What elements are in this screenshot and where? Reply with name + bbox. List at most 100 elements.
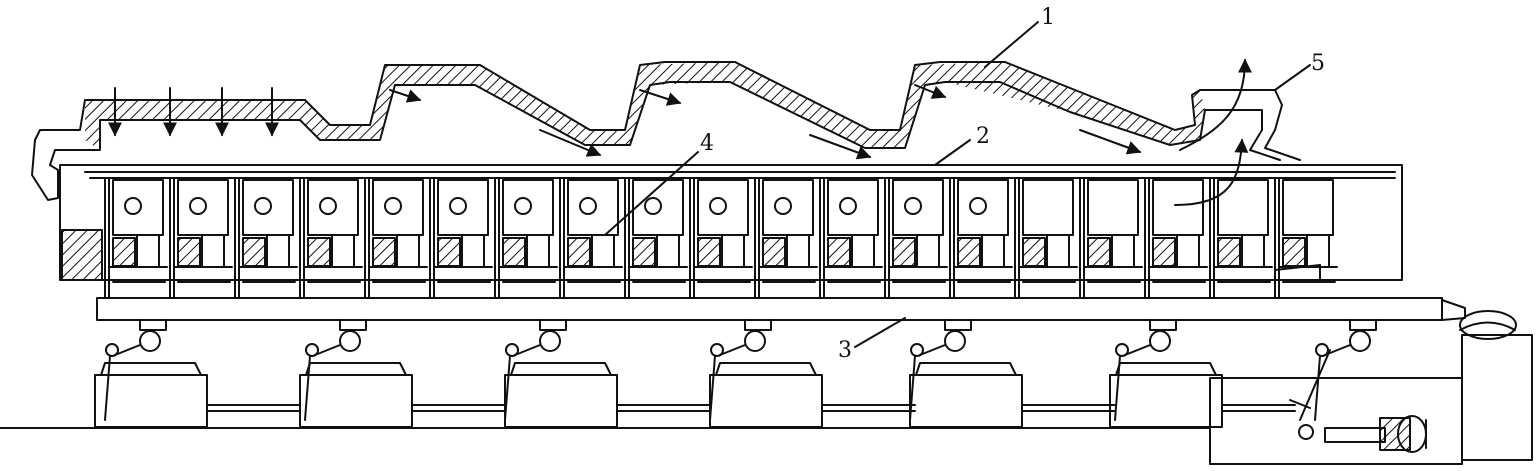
wheel-hanger — [539, 319, 567, 331]
sagger-hole — [514, 197, 532, 215]
refractory-block — [372, 237, 396, 267]
support-block — [909, 362, 1116, 428]
sagger-cell — [1079, 177, 1143, 299]
refractory-block — [1022, 237, 1046, 267]
sagger-cell — [104, 177, 168, 299]
sagger-box — [372, 179, 424, 236]
pivot-joint — [505, 343, 519, 357]
refractory-block — [1217, 237, 1241, 267]
label-2: 2 — [976, 124, 990, 149]
block-body — [1109, 374, 1223, 428]
sagger-box — [437, 179, 489, 236]
support-post — [1111, 234, 1135, 268]
refractory-block — [827, 237, 851, 267]
sagger-cell — [364, 177, 428, 299]
sagger-box — [307, 179, 359, 236]
refractory-block — [892, 237, 916, 267]
wheel-hanger — [1349, 319, 1377, 331]
wheel-hanger — [1149, 319, 1177, 331]
support-post — [1241, 234, 1265, 268]
wheel-arm — [919, 344, 946, 356]
support-post — [916, 234, 940, 268]
support-block — [94, 362, 301, 428]
refractory-block — [1152, 237, 1176, 267]
support-post — [201, 234, 225, 268]
sagger-box — [567, 179, 619, 236]
support-post — [656, 234, 680, 268]
wheel-hanger — [139, 319, 167, 331]
block-cap — [715, 362, 817, 376]
sagger-box — [1022, 179, 1074, 236]
block-cap — [510, 362, 612, 376]
pusher-mechanism — [1289, 349, 1427, 453]
sagger-hole — [124, 197, 142, 215]
wheel-assembly — [304, 319, 367, 421]
support-post — [786, 234, 810, 268]
label-1: 1 — [1041, 5, 1055, 30]
wheel-hanger — [339, 319, 367, 331]
wheel-assembly — [1314, 319, 1377, 421]
block-cap — [305, 362, 407, 376]
wheel-hanger — [744, 319, 772, 331]
wheel-arm — [314, 344, 341, 356]
refractory-block — [1087, 237, 1111, 267]
downflow-arrows — [108, 87, 279, 137]
sagger-cell — [689, 177, 753, 299]
refractory-block — [307, 237, 331, 267]
refractory-block — [437, 237, 461, 267]
sagger-box — [1152, 179, 1204, 236]
support-blocks — [94, 362, 1296, 428]
wheel-assembly — [909, 319, 972, 421]
support-post — [1046, 234, 1070, 268]
pivot-joint — [1315, 343, 1329, 357]
wheel-assembly — [709, 319, 772, 421]
support-post — [136, 234, 160, 268]
label-3: 3 — [838, 338, 852, 363]
refractory-block — [242, 237, 266, 267]
block-cap — [1115, 362, 1217, 376]
sagger-cell — [299, 177, 363, 299]
pivot-joint — [1115, 343, 1129, 357]
refractory-block — [697, 237, 721, 267]
wheel-arm — [1124, 344, 1151, 356]
sagger-box — [1087, 179, 1139, 236]
sagger-box — [242, 179, 294, 236]
sagger-box — [1282, 179, 1334, 236]
sagger-cell — [1144, 177, 1208, 299]
sagger-cell — [169, 177, 233, 299]
block-body — [299, 374, 413, 428]
pivot-joint — [105, 343, 119, 357]
support-post — [266, 234, 290, 268]
roller-wheel — [744, 330, 766, 352]
ground-track — [0, 377, 1463, 465]
sagger-hole — [254, 197, 272, 215]
sagger-cell — [949, 177, 1013, 299]
roller-wheel — [539, 330, 561, 352]
sagger-hole — [644, 197, 662, 215]
label-4: 4 — [700, 131, 714, 156]
pivot-joint — [305, 343, 319, 357]
refractory-block — [567, 237, 591, 267]
sagger-hole — [384, 197, 402, 215]
sagger-hole — [449, 197, 467, 215]
leader-lines — [604, 21, 1311, 348]
sagger-cell — [1209, 177, 1273, 299]
sagger-hole — [774, 197, 792, 215]
sagger-box — [827, 179, 879, 236]
support-block — [504, 362, 711, 428]
sagger-cell — [494, 177, 558, 299]
block-cap — [100, 362, 202, 376]
block-body — [909, 374, 1023, 428]
flow-arrows — [389, 58, 1252, 206]
roller-wheel — [1349, 330, 1371, 352]
sagger-hole — [839, 197, 857, 215]
sagger-box — [177, 179, 229, 236]
wheel-arm — [719, 344, 746, 356]
roller-wheel — [139, 330, 161, 352]
label-5: 5 — [1311, 51, 1325, 76]
support-post — [461, 234, 485, 268]
sagger-box — [112, 179, 164, 236]
sagger-box — [697, 179, 749, 236]
block-body — [94, 374, 208, 428]
